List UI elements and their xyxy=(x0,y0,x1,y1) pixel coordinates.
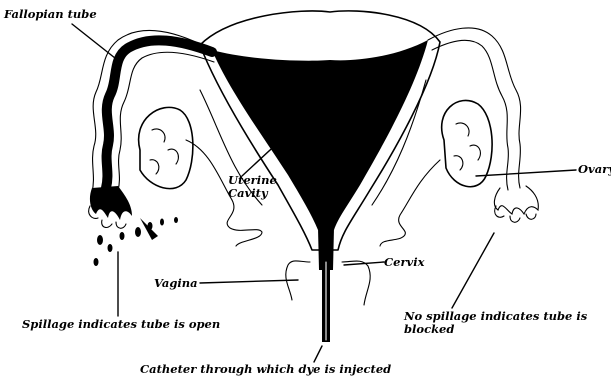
label-uterine-cavity-2: Cavity xyxy=(228,186,269,200)
left-ligament xyxy=(227,200,262,246)
leader-catheter xyxy=(314,346,322,362)
label-ovary: Ovary xyxy=(578,162,611,176)
leader-no-spillage xyxy=(452,233,494,308)
right-ligament xyxy=(380,160,440,246)
dye-spillage xyxy=(94,217,179,266)
leader-ovary xyxy=(476,170,576,176)
vaginal-wall-right xyxy=(342,261,370,305)
leader-vagina xyxy=(200,280,298,283)
leader-fallopian-tube xyxy=(72,24,120,62)
label-catheter: Catheter through which dye is injected xyxy=(140,362,391,376)
label-uterine-cavity-1: Uterine xyxy=(228,173,277,187)
label-vagina: Vagina xyxy=(154,276,198,290)
label-no-spillage-2: blocked xyxy=(404,322,454,336)
left-fimbriae xyxy=(90,186,132,220)
left-ovary xyxy=(139,107,193,188)
label-no-spillage-1: No spillage indicates tube is xyxy=(403,309,588,323)
label-fallopian-tube: Fallopian tube xyxy=(3,7,97,21)
right-fimbriae xyxy=(494,186,538,214)
right-ovary xyxy=(442,100,492,186)
label-cervix: Cervix xyxy=(384,255,425,269)
label-spillage-open: Spillage indicates tube is open xyxy=(22,317,220,331)
uterine-cavity xyxy=(212,40,428,230)
